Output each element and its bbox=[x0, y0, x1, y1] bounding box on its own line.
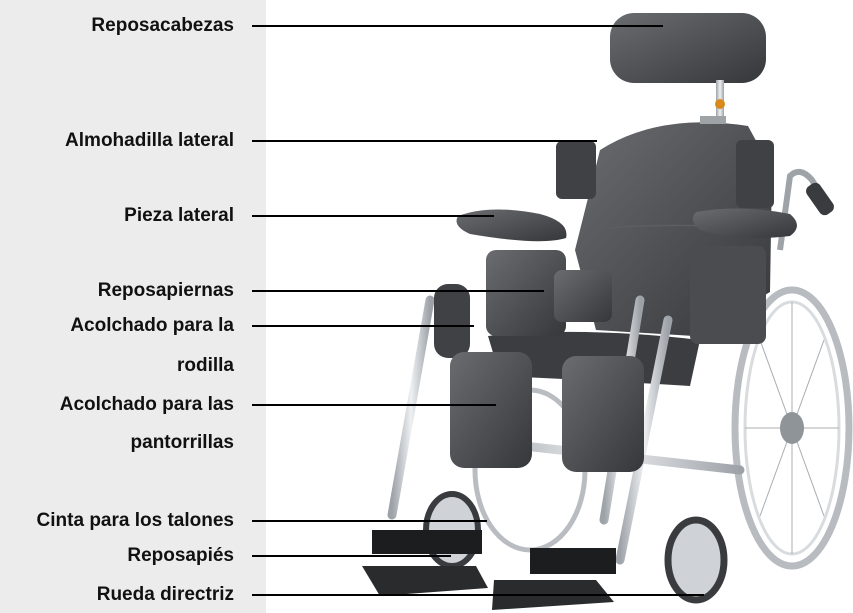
caster-wheel-right bbox=[668, 520, 724, 600]
label-almohadilla-lateral: Almohadilla lateral bbox=[65, 130, 234, 152]
footplate-left bbox=[362, 566, 488, 596]
calf-pad-right bbox=[562, 356, 644, 472]
knee-pad bbox=[434, 284, 470, 358]
armrest-left bbox=[457, 209, 567, 241]
label-cinta-talones: Cinta para los talones bbox=[37, 510, 234, 532]
lateral-pad-right bbox=[736, 140, 774, 208]
abductor-pad bbox=[554, 270, 612, 322]
heel-strap-left bbox=[372, 530, 482, 554]
label-reposapiernas: Reposapiernas bbox=[98, 280, 234, 302]
side-panel-right bbox=[690, 246, 766, 344]
label-acolchado-rodilla-line2: rodilla bbox=[177, 355, 234, 377]
headrest bbox=[610, 13, 766, 83]
lateral-pad-left bbox=[556, 141, 596, 199]
label-acolchado-pantorrillas-line2: pantorrillas bbox=[131, 432, 234, 454]
label-pieza-lateral: Pieza lateral bbox=[124, 205, 234, 227]
label-rueda-directriz: Rueda directriz bbox=[97, 584, 234, 606]
label-reposacabezas: Reposacabezas bbox=[91, 15, 234, 37]
label-acolchado-rodilla-line1: Acolchado para la bbox=[70, 315, 234, 337]
label-acolchado-pantorrillas-line1: Acolchado para las bbox=[60, 394, 234, 416]
calf-pad-left bbox=[450, 352, 532, 468]
heel-strap-right bbox=[530, 548, 616, 574]
label-reposapies: Reposapiés bbox=[127, 545, 234, 567]
